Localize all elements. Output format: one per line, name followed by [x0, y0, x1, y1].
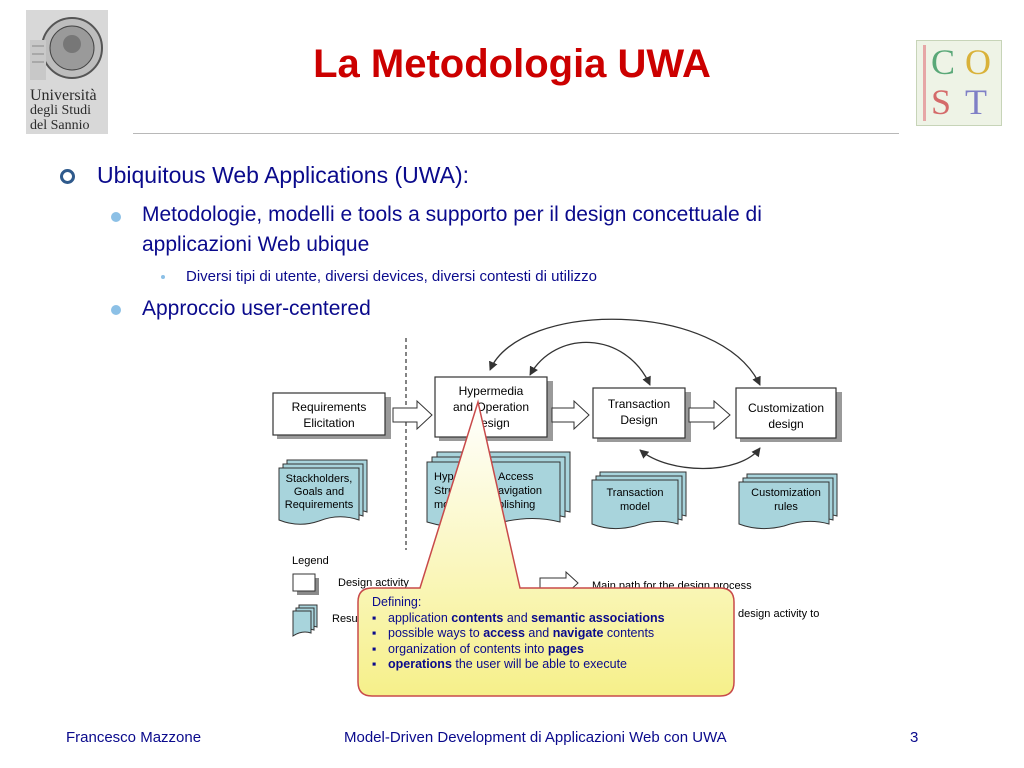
diagram-legend: Legend Design activity Resu Main path fo…	[292, 555, 819, 637]
svg-text:Hyp: Hyp	[434, 471, 454, 483]
logo-line-2: degli Studi	[30, 103, 92, 118]
callout-item-1: ▪application contents and semantic assoc…	[372, 610, 665, 625]
svg-text:Requirements: Requirements	[292, 400, 367, 414]
bullet-level3: Diversi tipi di utente, diversi devices,…	[186, 268, 597, 285]
svg-text:design: design	[768, 417, 803, 431]
logo-line-3: del Sannio	[30, 118, 90, 133]
svg-text:Elicitation: Elicitation	[303, 416, 354, 430]
cost-letter-s: S	[931, 82, 952, 122]
box-hypermedia: Hypermedia and Operation Design	[434, 376, 553, 441]
footer-title: Model-Driven Development di Applicazioni…	[344, 729, 727, 746]
svg-text:and Operation: and Operation	[453, 400, 529, 414]
bullet-level2-line1: Metodologie, modelli e tools a supporto …	[142, 203, 762, 226]
cost-logo: C O S T	[916, 40, 1002, 126]
callout-item-2: ▪possible ways to access and navigate co…	[372, 626, 655, 640]
svg-text:Customization: Customization	[748, 401, 824, 415]
doc-stackholders: Stackholders, Goals and Requirements	[278, 459, 368, 525]
doc-transaction: Transaction model	[591, 471, 687, 530]
svg-text:rules: rules	[774, 501, 798, 513]
cost-letter-t: T	[965, 82, 987, 122]
svg-text:Design: Design	[620, 413, 657, 427]
footer-page-number: 3	[910, 729, 919, 746]
svg-text:Design activity: Design activity	[338, 577, 409, 589]
svg-text:Transaction: Transaction	[606, 487, 663, 499]
bullet-level1: Ubiquitous Web Applications (UWA):	[97, 162, 469, 188]
svg-text:Goals and: Goals and	[294, 486, 344, 498]
bullet-dot-icon	[111, 212, 121, 222]
block-arrow-2	[551, 399, 590, 431]
svg-text:Transaction: Transaction	[608, 397, 670, 411]
svg-text:Customization: Customization	[751, 487, 821, 499]
logo-line-1: Università	[30, 87, 97, 104]
seal-icon	[30, 17, 103, 80]
curve-arrow-top-outer	[489, 318, 761, 386]
callout-item-3: ▪organization of contents into pages	[372, 641, 584, 656]
bullet-level2-b: Approccio user-centered	[142, 297, 371, 320]
cost-letter-o: O	[965, 42, 991, 82]
curve-arrow-top-inner	[529, 341, 651, 386]
bullet-small-dot-icon	[161, 275, 165, 279]
bullet-ring-icon	[60, 169, 75, 184]
slide-title: La Metodologia UWA	[313, 42, 711, 86]
svg-text:Resu: Resu	[332, 613, 358, 625]
svg-text:Legend: Legend	[292, 555, 329, 567]
callout-heading: Defining:	[372, 595, 422, 609]
footer-author: Francesco Mazzone	[66, 729, 202, 746]
svg-text:design activity to: design activity to	[738, 608, 819, 620]
svg-text:Requirements: Requirements	[285, 499, 354, 511]
svg-text:Hypermedia: Hypermedia	[459, 384, 524, 398]
svg-text:Stackholders,: Stackholders,	[286, 473, 353, 485]
callout-item-4: ▪operations the user will be able to exe…	[372, 657, 628, 671]
svg-text:avigation: avigation	[498, 485, 542, 497]
box-customization: Customization design	[735, 387, 842, 442]
university-logo: Università degli Studi del Sannio	[26, 10, 108, 134]
block-arrow-3	[688, 399, 731, 431]
block-arrow-1	[392, 399, 433, 431]
bullet-dot-icon	[111, 305, 121, 315]
box-transaction: Transaction Design	[592, 387, 691, 442]
callout-text: Defining: ▪application contents and sema…	[372, 595, 665, 673]
doc-customization: Customization rules	[738, 473, 838, 530]
cost-letter-c: C	[931, 42, 956, 82]
svg-text:blishing: blishing	[498, 499, 535, 511]
svg-text:Access: Access	[498, 471, 534, 483]
bullet-level2-line2: applicazioni Web ubique	[142, 233, 370, 256]
curve-arrow-bottom	[639, 447, 761, 470]
box-requirements: Requirements Elicitation	[272, 392, 391, 439]
callout-bubble	[357, 399, 735, 697]
title-divider	[133, 133, 899, 134]
svg-text:model: model	[620, 501, 650, 513]
